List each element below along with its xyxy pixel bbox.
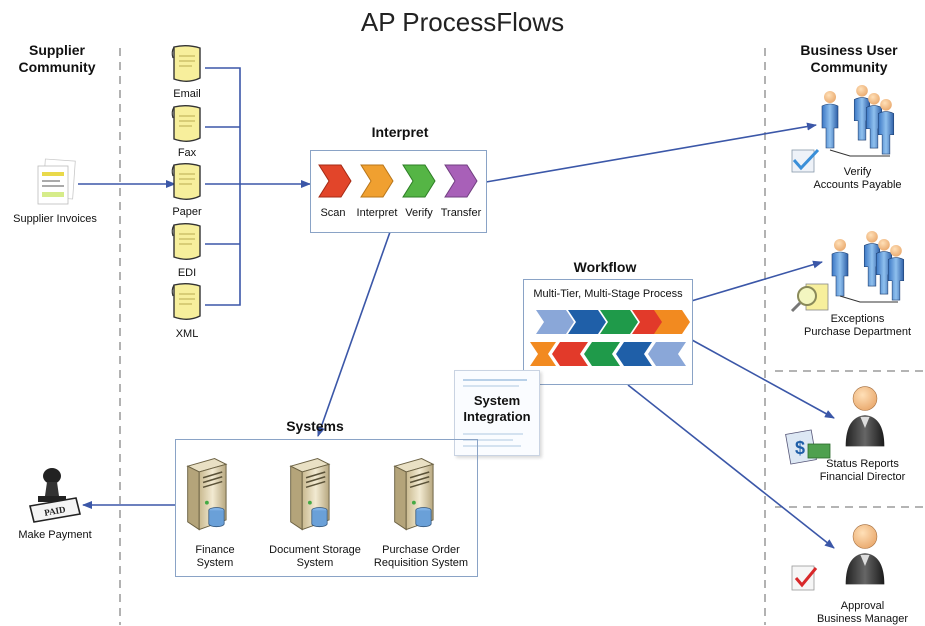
workflow-to-exceptions-arrow [687,260,823,303]
format-bracket [205,67,241,306]
format-label-paper: Paper [172,206,202,218]
verify-chevron [402,164,436,198]
edi-document-icon [171,223,201,260]
interpret-to-verify-arrow [485,122,817,183]
systems-heading: Systems [286,418,344,434]
exceptions-line2: Purchase Department [804,326,911,338]
workflow-heading: Workflow [573,259,637,275]
interpret-to-systems-arrow [317,231,391,437]
document-storage-line1: Document Storage [269,544,361,556]
verify-line2: Accounts Payable [813,179,902,191]
business-heading-line1: Business User [800,42,898,58]
fax-document-icon [171,105,201,142]
transfer-chevron [444,164,478,198]
magnifier-icon [790,283,829,313]
document-storage-line2: System [296,557,334,569]
purchase-order-line2: Requisition System [373,557,469,569]
format-label-edi: EDI [177,267,197,279]
interpret-panel: Scan Interpret Verify Transfer [310,150,487,233]
document-storage-label: Document Storage System [260,544,370,570]
integration-line2: Integration [463,409,531,424]
scan-chevron [318,164,352,198]
verify-label: Verify Accounts Payable [790,166,925,192]
step-label-interpret: Interpret [356,207,398,219]
exceptions-label: Exceptions Purchase Department [790,313,925,339]
workflow-row-1 [536,310,690,334]
paper-document-icon [171,163,201,200]
make-payment-label: Make Payment [18,529,92,541]
financial-director-icon [845,386,885,447]
status-reports-label: Status Reports Financial Director [800,458,925,484]
format-label-email: Email [173,88,201,100]
finance-line1: Finance [195,544,235,556]
business-community-heading: Business User Community [778,42,920,76]
format-label-xml: XML [175,328,199,340]
step-label-verify: Verify [405,207,433,219]
workflow-to-approval-arrow [627,384,835,549]
integration-line1: System [473,393,521,408]
workflow-to-status-arrow [691,339,835,419]
paid-stamp-text: PAID [43,504,66,518]
supplier-community-heading: Supplier Community [5,42,109,76]
diagram-title: AP ProcessFlows [360,7,565,37]
dollar-report-icon: $ [785,429,831,465]
approval-label: Approval Business Manager [800,600,925,626]
verify-line1: Verify [843,166,872,178]
checkmark-icon [791,148,820,173]
supplier-invoices-label: Supplier Invoices [13,213,97,225]
supplier-heading-line2: Community [18,59,96,75]
supplier-invoices-icon [37,158,76,205]
purchase-order-line1: Purchase Order [382,544,460,556]
system-integration-heading: System Integration [455,393,539,425]
accounts-payable-group-icon [821,84,895,157]
finance-system-label: Finance System [176,544,254,570]
approval-check-icon [791,565,818,591]
paid-stamp-icon [29,468,81,523]
workflow-chevrons-graphic [530,310,690,366]
workflow-row-2 [530,342,686,366]
approval-line1: Approval [840,600,885,612]
status-line1: Status Reports [826,458,899,470]
interpret-heading: Interpret [371,124,429,140]
format-label-fax: Fax [177,147,197,159]
xml-document-icon [171,283,201,320]
workflow-panel: Multi-Tier, Multi-Stage Process [523,279,693,385]
system-integration-card: System Integration [454,370,540,456]
status-line2: Financial Director [819,471,906,483]
business-heading-line2: Community [810,59,888,75]
email-document-icon [171,45,201,82]
finance-line2: System [196,557,234,569]
interpret-steps-graphic [318,164,478,198]
approval-line2: Business Manager [816,613,909,625]
svg-text:$: $ [795,438,805,458]
purchase-order-label: Purchase Order Requisition System [368,544,474,570]
systems-panel: Finance System Document Storage System P… [175,439,478,577]
exceptions-line1: Exceptions [830,313,885,325]
workflow-subtitle: Multi-Tier, Multi-Stage Process [533,288,683,300]
interpret-chevron [360,164,394,198]
step-label-transfer: Transfer [440,207,482,219]
business-manager-icon [845,524,885,585]
supplier-heading-line1: Supplier [28,42,85,58]
purchase-department-group-icon [831,230,905,303]
step-label-scan: Scan [320,207,346,219]
